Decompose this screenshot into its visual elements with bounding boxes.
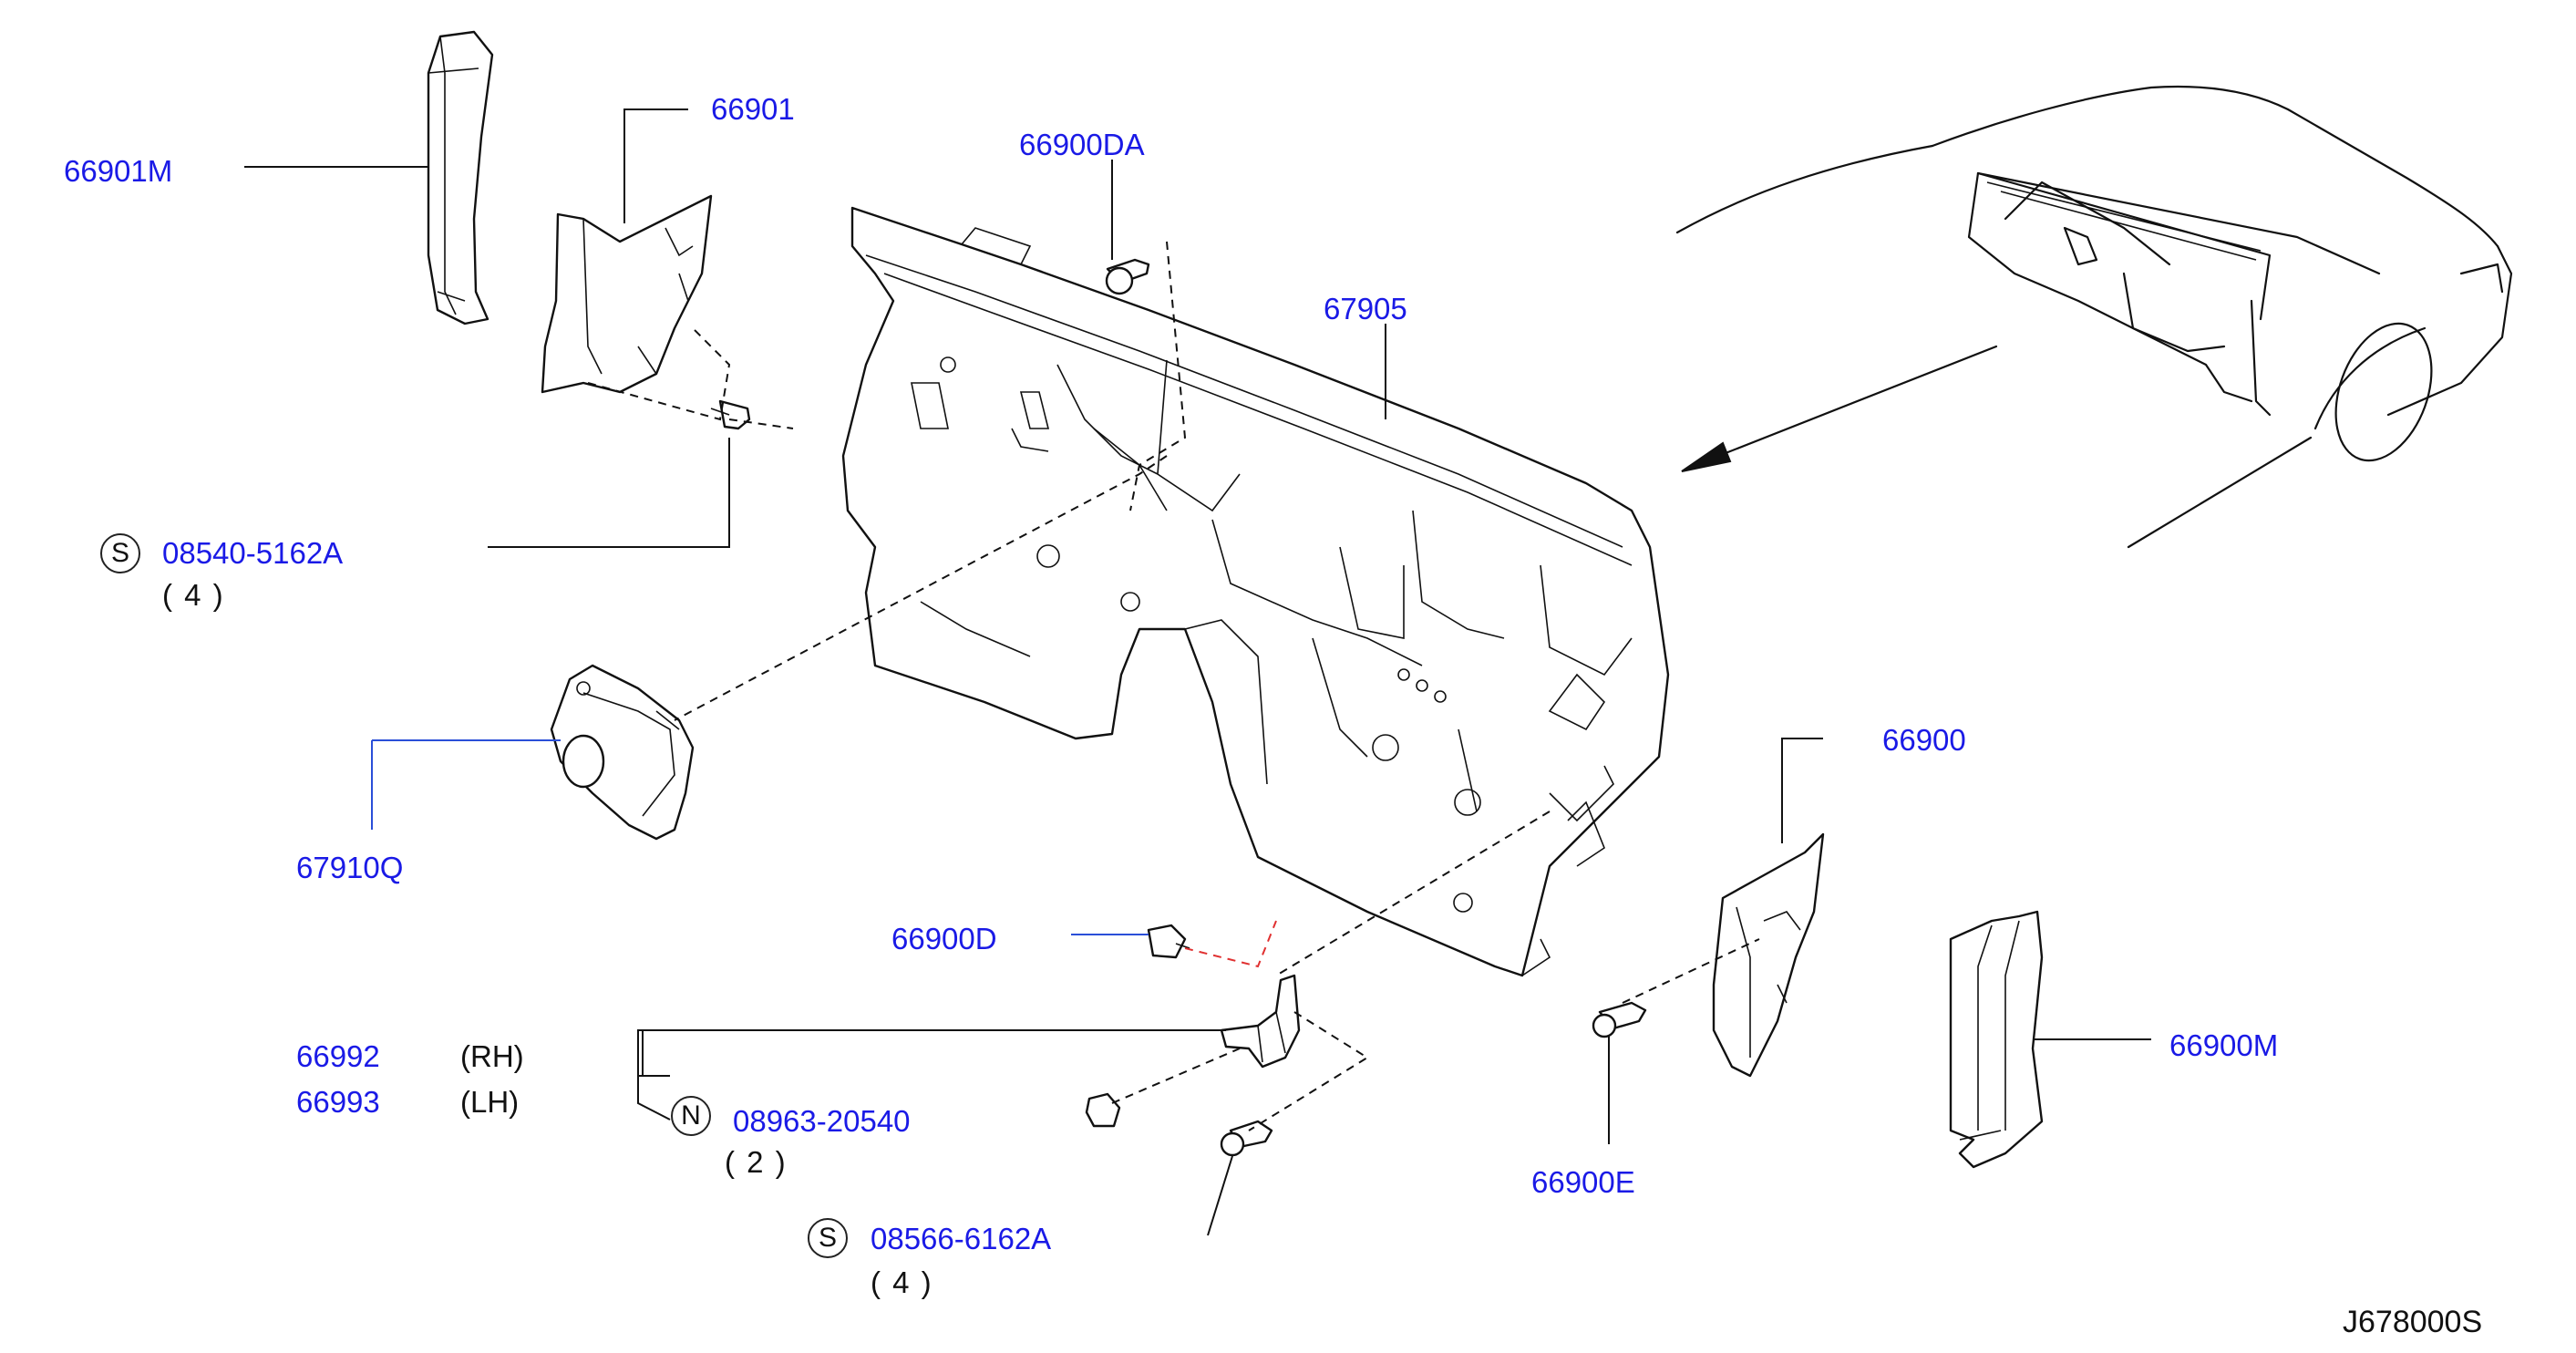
label-08540-5162A: 08540-5162A xyxy=(162,536,344,570)
part-66900DA xyxy=(1105,258,1150,295)
label-66993-side: (LH) xyxy=(460,1085,520,1119)
label-66900: 66900 xyxy=(1882,723,1966,757)
label-67910Q: 67910Q xyxy=(296,851,404,884)
s-symbol-08540: S xyxy=(100,533,140,573)
label-66993: 66993 xyxy=(296,1085,380,1119)
qty-08540: ( 4 ) xyxy=(162,578,225,612)
screw-08540-5162A xyxy=(710,399,751,430)
part-66900E xyxy=(1592,1001,1647,1038)
label-08963-20540: 08963-20540 xyxy=(733,1104,911,1138)
label-08566-6162A: 08566-6162A xyxy=(871,1222,1052,1255)
label-66900D: 66900D xyxy=(891,922,997,955)
screw-08566-6162A xyxy=(1220,1120,1273,1157)
label-66992-side: (RH) xyxy=(460,1039,524,1073)
leader-lines xyxy=(244,108,2151,1236)
qty-08963: ( 2 ) xyxy=(725,1145,788,1179)
qty-08566: ( 4 ) xyxy=(871,1265,933,1299)
nut-08963-20540 xyxy=(1085,1092,1121,1128)
part-66901M xyxy=(427,30,494,325)
part-66900M xyxy=(1949,910,2044,1169)
label-67905: 67905 xyxy=(1324,292,1407,325)
part-66900D xyxy=(1147,924,1190,959)
label-66901M: 66901M xyxy=(64,154,173,188)
part-66900 xyxy=(1712,832,1825,1078)
n-symbol-08963: N xyxy=(671,1096,711,1136)
vehicle-location-sketch xyxy=(1675,85,2513,549)
label-66900DA: 66900DA xyxy=(1019,128,1145,161)
label-66992: 66992 xyxy=(296,1039,380,1073)
label-66901: 66901 xyxy=(711,92,795,126)
dash-panel-67905 xyxy=(841,206,1670,977)
s-symbol-08566: S xyxy=(808,1218,848,1258)
diagram-code: J678000S xyxy=(2343,1305,2483,1339)
label-66900E: 66900E xyxy=(1531,1165,1635,1199)
label-66900M: 66900M xyxy=(2169,1028,2279,1062)
part-67910Q xyxy=(550,664,695,841)
part-66992-66993-bracket xyxy=(1220,974,1301,1069)
part-66901 xyxy=(541,194,713,394)
